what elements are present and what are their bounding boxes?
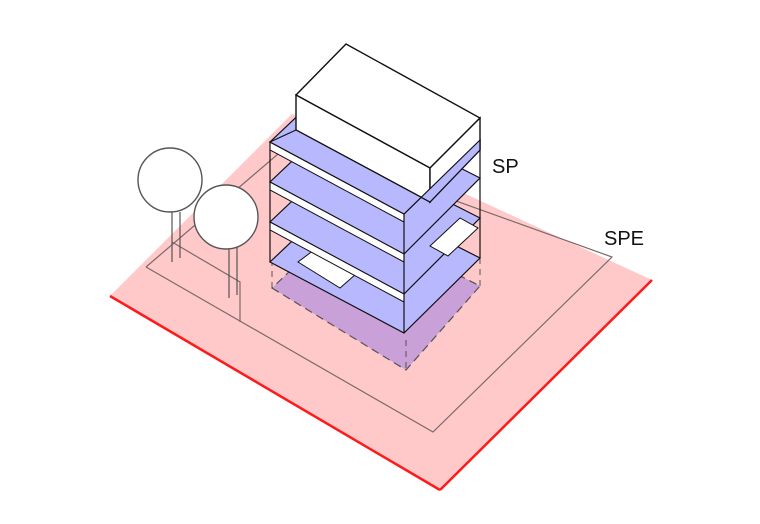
tree-front: [193, 184, 259, 298]
setback-boundary: [145, 141, 614, 433]
plot-front-edge: [109, 294, 441, 492]
building-edges: [269, 140, 481, 333]
path-line: [171, 241, 241, 322]
top-volume: [268, 43, 482, 215]
plot-front-right-edge: [439, 279, 653, 491]
label-sp: SP: [492, 156, 519, 178]
tree-back: [137, 147, 203, 262]
label-spe: SPE: [604, 228, 644, 250]
